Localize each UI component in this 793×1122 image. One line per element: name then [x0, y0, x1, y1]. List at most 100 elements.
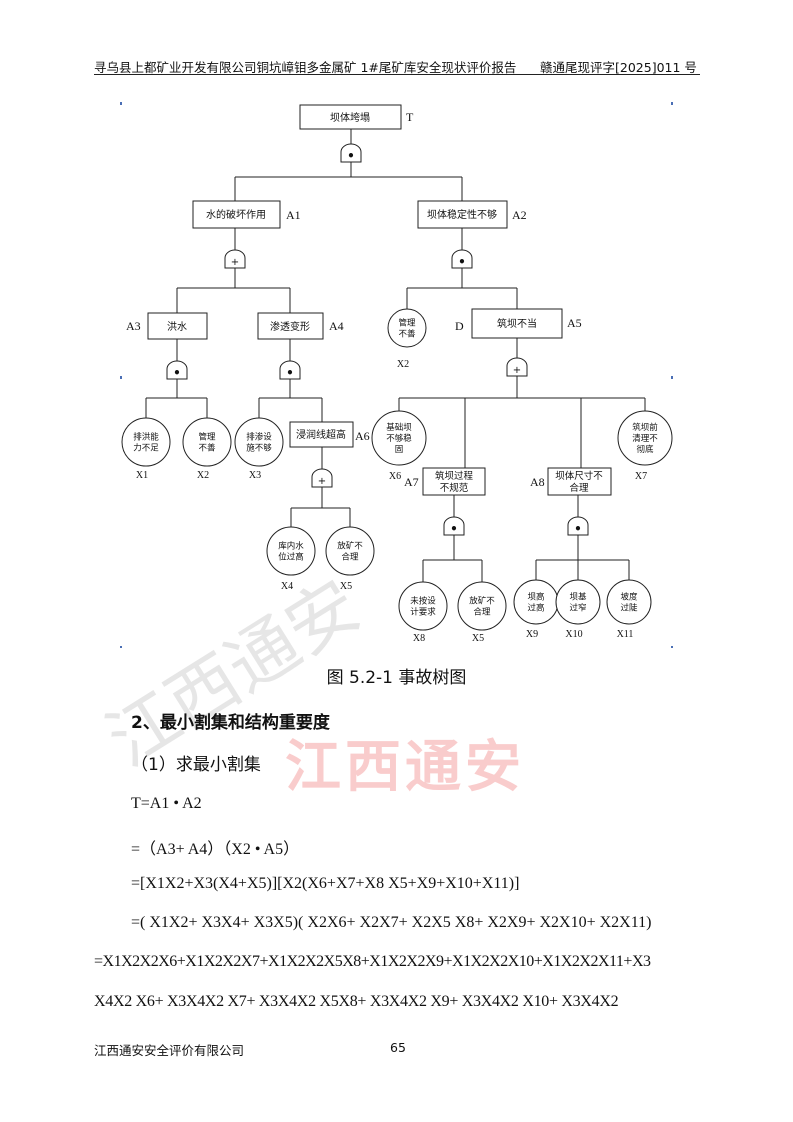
label-A5: A5 [567, 316, 582, 330]
node-A7-text: 筑坝过程不规范 [435, 470, 474, 494]
node-A2-text: 坝体稳定性不够 [427, 208, 497, 221]
event-x2b-circle [182, 417, 232, 467]
gate-symbol: + [318, 476, 326, 487]
equation-line: =( X1X2+ X3X4+ X3X5)( X2X6+ X2X7+ X2X5 X… [131, 914, 652, 931]
event-x3-circle [234, 417, 284, 467]
event-x6-circle [371, 410, 427, 466]
node-A7 [422, 467, 486, 496]
equation-line: =（A3+ A4）（X2 • A5） [131, 841, 300, 858]
equation-line: T=A1 • A2 [131, 795, 202, 812]
event-c_x3-label: X3 [249, 470, 261, 481]
frame-corner-marks [120, 102, 673, 648]
gate-symbol: • [458, 255, 466, 269]
node-A8 [547, 467, 612, 496]
node-A3-text: 洪水 [167, 321, 187, 333]
gate-symbol: • [286, 366, 294, 380]
node-A5-text: 筑坝不当 [497, 317, 537, 330]
label-A6: A6 [355, 429, 370, 443]
node-T-text: 坝体垮塌 [330, 111, 370, 124]
label-A8: A8 [530, 475, 545, 489]
event-x10-circle [555, 579, 601, 625]
label-T: T [406, 110, 414, 124]
figure-caption: 图 5.2-1 事故树图 [326, 668, 467, 688]
header-right: 赣通尾现评字[2025]011 号 [540, 60, 697, 75]
event-x8-circle [398, 581, 448, 631]
event-c_x2b-text: 管理不善 [198, 432, 216, 454]
event-c_x6-label: X6 [389, 471, 401, 482]
event-c_x7-text: 筑坝前清理不彻底 [632, 422, 658, 455]
label-A3: A3 [126, 319, 141, 333]
gate-symbol: + [513, 365, 521, 376]
equation-line: X4X2 X6+ X3X4X2 X7+ X3X4X2 X5X8+ X3X4X2 … [94, 993, 619, 1010]
node-A1 [192, 200, 281, 229]
event-c_x1-label: X1 [136, 470, 148, 481]
node-A3 [147, 312, 208, 340]
equation-line: =X1X2X2X6+X1X2X2X7+X1X2X2X5X8+X1X2X2X9+X… [94, 953, 651, 970]
event-x4-circle [266, 526, 316, 576]
event-x5a-circle [325, 526, 375, 576]
event-c_x3-text: 排渗设施不够 [246, 432, 272, 454]
gate-symbol: • [347, 149, 355, 163]
event-c_x6-text: 基础坝不够稳固 [386, 422, 412, 455]
event-c_x2b-label: X2 [197, 470, 209, 481]
event-c_x4-text: 库内水位过高 [278, 541, 304, 563]
fault-tree-diagram: • + • • • + + • • 坝体垮塌 水的破坏作用 坝体稳定性不够 洪水… [120, 102, 673, 648]
or-gate-A6 [311, 468, 333, 488]
footer-company: 江西通安安全评价有限公司 [94, 1043, 245, 1058]
event-c_x5b-text: 放矿不合理 [469, 596, 495, 618]
label-D: D [455, 319, 464, 333]
and-gate-T [340, 143, 362, 163]
event-c_x5b-label: X5 [472, 633, 484, 644]
gate-symbol: • [173, 366, 181, 380]
event-c_x5a-label: X5 [340, 581, 352, 592]
event-c_x1-text: 排洪能力不足 [133, 432, 159, 454]
and-gate-A2 [451, 249, 473, 269]
event-c_x2a-label: X2 [397, 359, 409, 370]
node-A5 [471, 308, 563, 339]
node-A8-text: 坝体尺寸不合理 [555, 470, 603, 494]
label-A7: A7 [404, 475, 419, 489]
label-A2: A2 [512, 208, 527, 222]
node-A2 [417, 200, 508, 229]
event-x11-circle [606, 579, 652, 625]
node-A4-text: 渗透变形 [270, 320, 310, 333]
gate-symbol: • [450, 522, 458, 536]
event-c_x8-label: X8 [413, 633, 425, 644]
node-A6 [289, 421, 354, 448]
section-title: 2、最小割集和结构重要度 [131, 713, 330, 733]
footer-page-number: 65 [390, 1040, 406, 1055]
event-x1-circle [121, 417, 171, 467]
or-gate-A1 [224, 249, 246, 269]
or-gate-A5 [506, 357, 528, 377]
header-left: 寻乌县上都矿业开发有限公司铜坑嶂钼多金属矿 1#尾矿库安全现状评价报告 [94, 60, 517, 75]
and-gate-A7 [443, 516, 465, 536]
event-c_x11-text: 坡度过陡 [620, 592, 638, 614]
and-gate-A3 [166, 360, 188, 380]
event-c_x4-label: X4 [281, 581, 293, 592]
node-A1-text: 水的破坏作用 [206, 208, 266, 221]
node-A6-text: 浸润线超高 [296, 428, 346, 441]
event-c_x7-label: X7 [635, 471, 647, 482]
gate-symbol: + [231, 257, 239, 268]
event-c_x11-label: X11 [617, 629, 634, 640]
event-x5b-circle [457, 581, 507, 631]
label-A1: A1 [286, 208, 301, 222]
equation-line: =[X1X2+X3(X4+X5)][X2(X6+X7+X8 X5+X9+X10+… [131, 875, 520, 892]
event-x7-circle [617, 410, 673, 466]
gate-symbol: • [574, 522, 582, 536]
event-c_x5a-text: 放矿不合理 [337, 541, 363, 563]
event-c_x10-text: 坝基过窄 [569, 592, 587, 614]
node-A4 [257, 312, 324, 340]
event-c_x10-label: X10 [565, 629, 582, 640]
and-gate-A4 [279, 360, 301, 380]
watermark: 江西通安 [285, 735, 525, 800]
node-T [299, 104, 402, 130]
sub-title: （1）求最小割集 [131, 755, 261, 775]
event-c_x9-text: 坝高过高 [527, 592, 544, 614]
event-c_x8-text: 未按设计要求 [410, 596, 436, 618]
and-gate-A8 [567, 516, 589, 536]
event-c_x9-label: X9 [526, 629, 538, 640]
event-c_x2a-text: 管理不善 [398, 318, 416, 340]
header-rule [94, 74, 700, 75]
label-A4: A4 [329, 319, 344, 333]
